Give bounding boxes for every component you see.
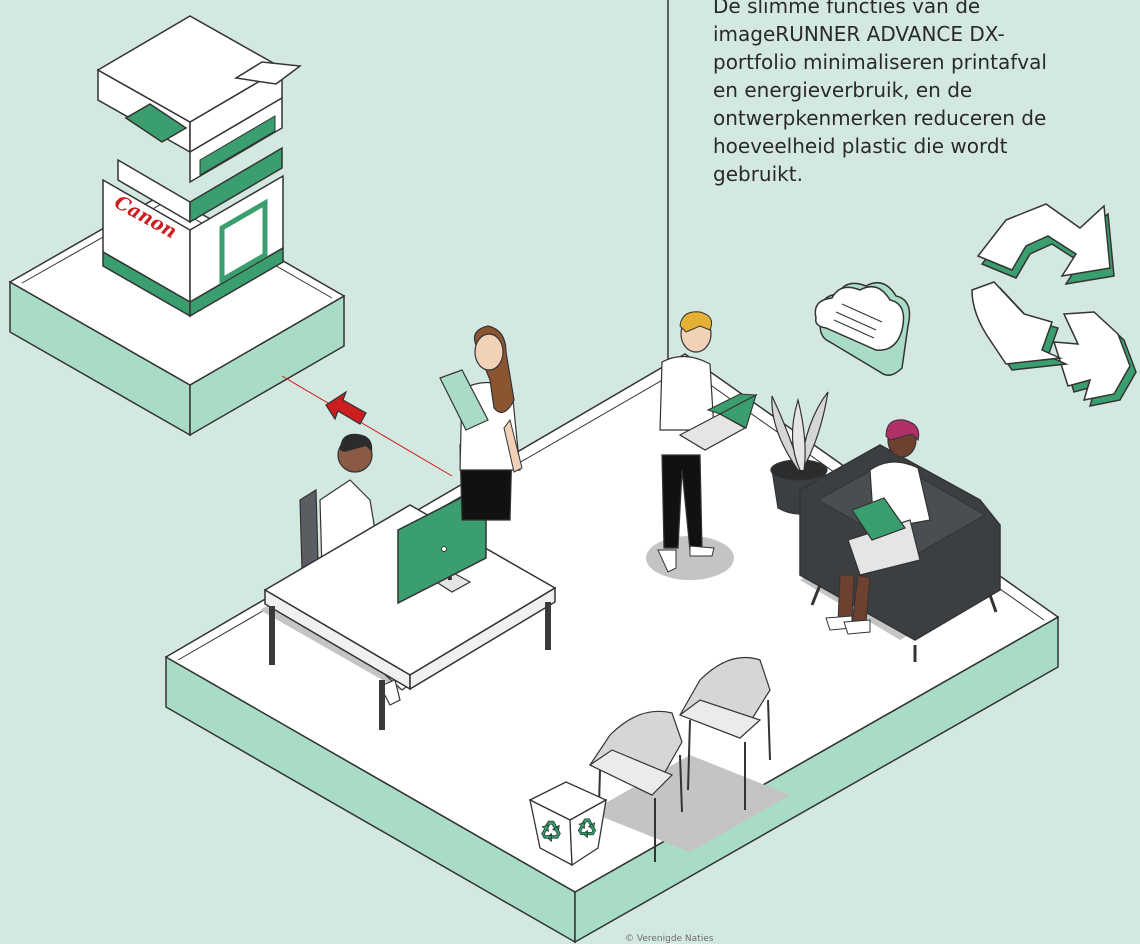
waiting-chairs [588,656,771,862]
caption-line: De slimme functies van de [713,0,981,18]
footer-credit: © Verenigde Naties [625,934,714,944]
caption-line: imageRUNNER ADVANCE DX- [713,22,1005,46]
caption-text: De slimme functies van de imageRUNNER AD… [713,0,1113,188]
chairs-shadow [590,755,790,852]
caption-line: en energieverbruik, en de [713,78,973,102]
arrow-icon [325,390,367,425]
caption-line: portfolio minimaliseren printafval [713,50,1047,74]
caption-line: ontwerpkenmerken reduceren de [713,106,1047,130]
man-with-laptop [657,311,758,573]
caption-line: hoeveelheid plastic die wordt [713,134,1008,158]
main-platform [164,353,1060,944]
recycle-symbol-icon [971,203,1137,407]
cloud-icon [814,281,911,376]
dashed-path [281,375,453,477]
printer [96,15,302,318]
woman-with-tablet [439,325,523,521]
caption-line: gebruikt. [713,162,803,186]
sofa-with-person [799,419,1001,662]
recycle-bin [528,781,608,867]
